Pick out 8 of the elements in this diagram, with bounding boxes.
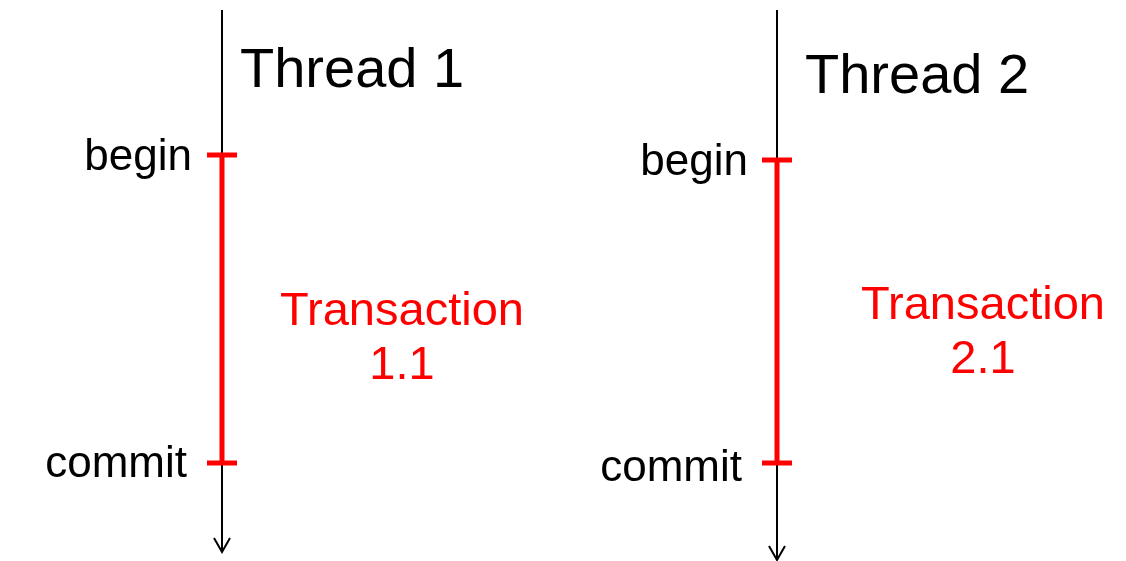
thread-label: Thread 2 xyxy=(805,42,1030,107)
event-label: begin xyxy=(640,135,748,186)
thread-label: Thread 1 xyxy=(240,36,465,101)
transaction-label: Transaction 1.1 xyxy=(279,282,525,391)
event-label: commit xyxy=(45,437,187,488)
event-label: commit xyxy=(600,441,742,492)
event-label: begin xyxy=(84,130,192,181)
transaction-label: Transaction 2.1 xyxy=(860,276,1106,385)
